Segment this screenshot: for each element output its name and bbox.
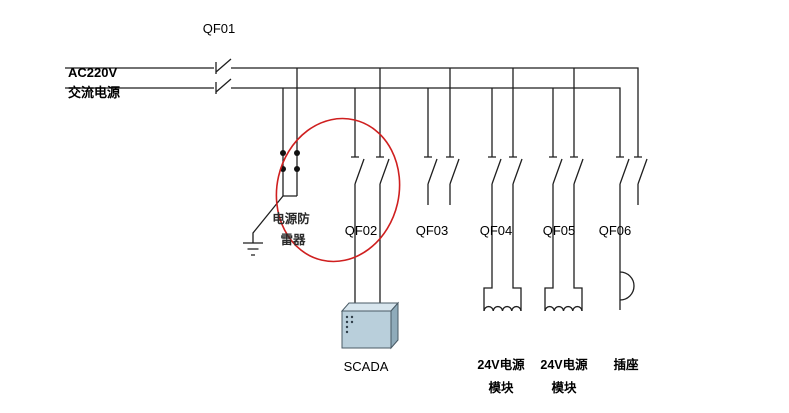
branch-qf04: [483, 68, 523, 312]
scada-box-top: [340, 302, 400, 312]
branch-qf06: [616, 156, 648, 310]
bus-line-bottom: [65, 87, 621, 157]
main-breaker-symbol: [215, 58, 232, 94]
label-source-voltage: AC220V: [68, 65, 117, 80]
label-scada: SCADA: [344, 359, 389, 374]
surge-protector-branch: [243, 68, 300, 256]
qf02-breaker-symbol: [351, 68, 390, 304]
label-surge-protector-line1: 电源防: [272, 211, 310, 226]
branch-qf05: [544, 68, 584, 312]
label-qf01: QF01: [203, 21, 236, 36]
branch-qf02: [351, 68, 390, 304]
qf05-breaker-symbol: [544, 68, 584, 311]
label-qf05: QF05: [543, 223, 576, 238]
ac-bus-lines: [65, 58, 639, 157]
label-psu1-line2: 模块: [488, 380, 514, 395]
surge-terminal-dots: [280, 150, 300, 172]
bus-line-top: [65, 67, 639, 157]
label-surge-protector-line2: 雷器: [280, 232, 306, 247]
scada-device: [340, 301, 400, 350]
label-qf06: QF06: [599, 223, 632, 238]
branch-qf03: [424, 68, 460, 205]
label-psu2-line2: 模块: [551, 380, 577, 395]
ground-lead: [252, 195, 284, 243]
label-qf04: QF04: [480, 223, 513, 238]
label-psu1-line1: 24V电源: [477, 357, 525, 372]
label-psu2-line1: 24V电源: [540, 357, 588, 372]
label-qf02: QF02: [345, 223, 378, 238]
surge-wires: [282, 68, 298, 197]
socket-symbol: [619, 271, 635, 301]
psu-coil-1: [483, 305, 522, 312]
qf04-breaker-symbol: [483, 68, 523, 311]
scada-led-dots: [345, 315, 354, 334]
scada-box-side: [390, 301, 399, 350]
label-qf03: QF03: [416, 223, 449, 238]
label-source-name: 交流电源: [68, 85, 120, 100]
qf06-breaker-symbol: [616, 156, 648, 310]
ground-symbol: [243, 242, 263, 256]
qf03-breaker-symbol: [424, 68, 460, 205]
highlight-ellipse: [275, 117, 401, 263]
label-socket: 插座: [613, 357, 639, 372]
scada-box-front: [341, 310, 392, 349]
psu-coil-2: [544, 305, 583, 312]
